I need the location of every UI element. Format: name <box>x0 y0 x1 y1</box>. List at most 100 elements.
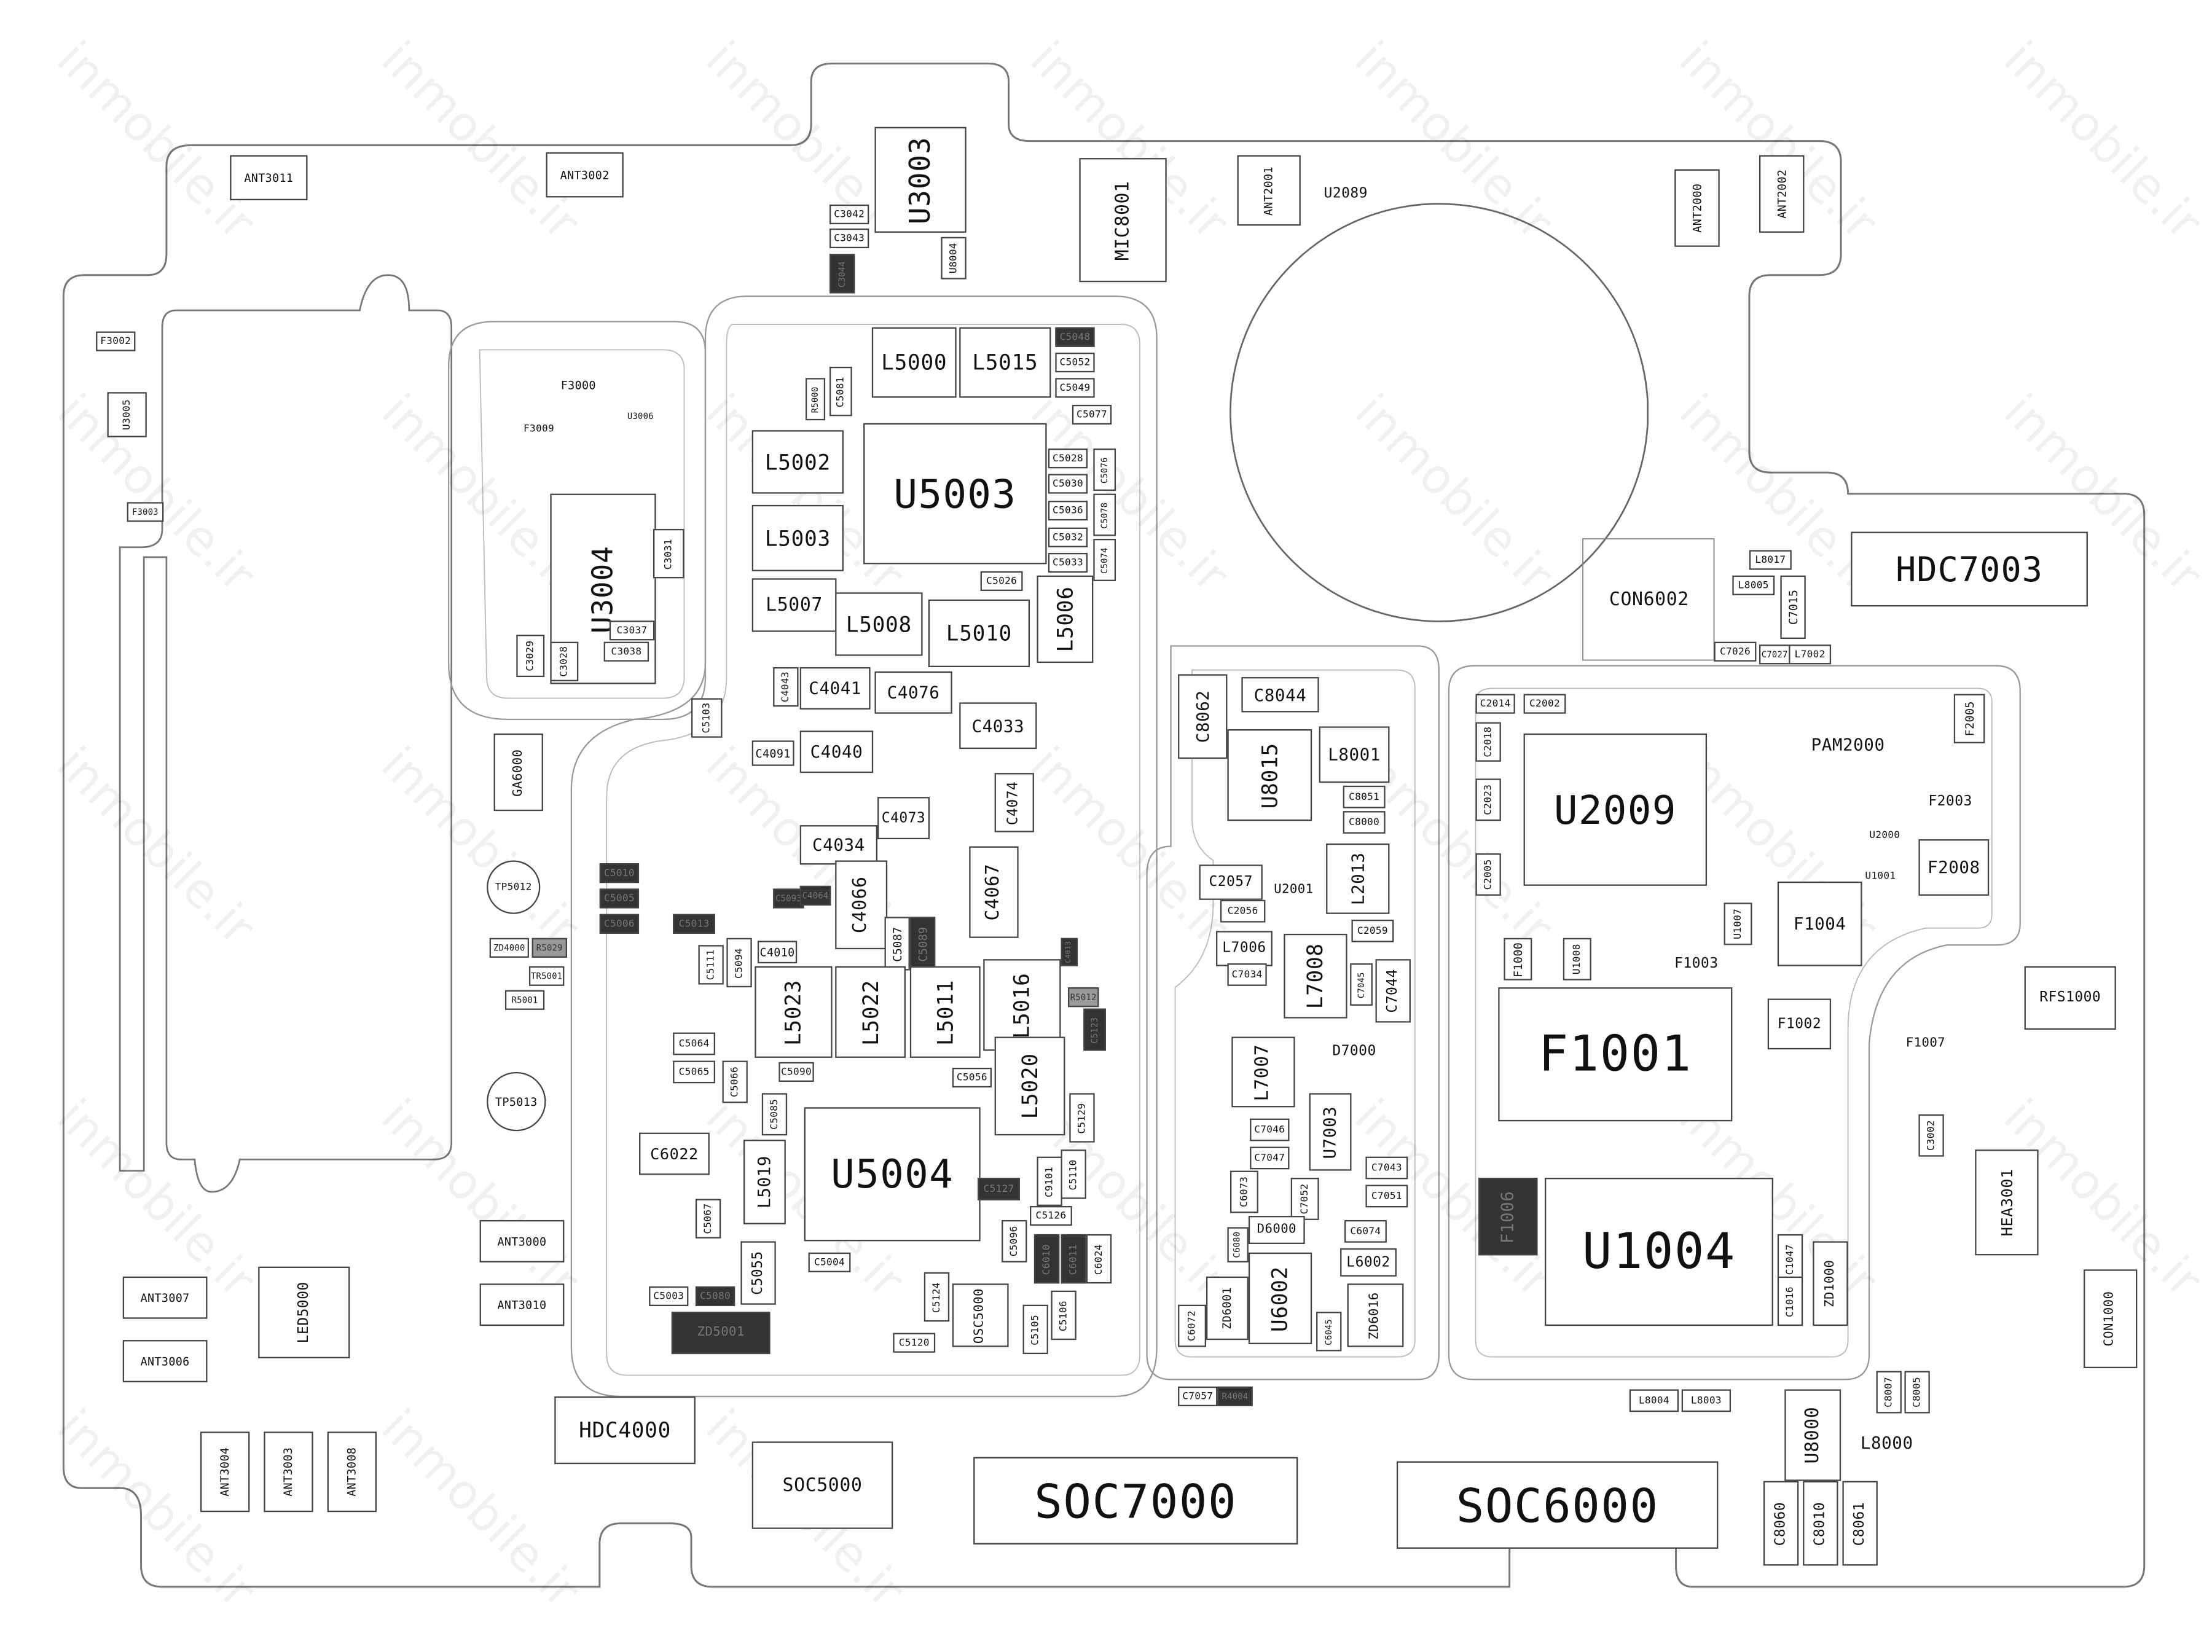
component-label: F1007 <box>1905 1036 1946 1051</box>
component-label: C5064 <box>678 1038 710 1050</box>
component-ant3002: ANT3002 <box>546 152 624 198</box>
component-label: GA6000 <box>511 748 526 796</box>
component-u8000: U8000 <box>1784 1389 1841 1481</box>
component-label: C4013 <box>1065 941 1074 963</box>
component-label: CON6002 <box>1609 589 1689 610</box>
component-l7002: L7002 <box>1789 644 1832 665</box>
component-c7047: C7047 <box>1250 1146 1290 1170</box>
component-c8061: C8061 <box>1842 1481 1878 1566</box>
component-c8044: C8044 <box>1241 677 1319 713</box>
component-f3000: F3000 <box>553 375 604 395</box>
component-label: C6072 <box>1186 1310 1198 1342</box>
component-osc5000: OSC5000 <box>952 1283 1009 1347</box>
component-c5103: C5103 <box>691 698 723 738</box>
component-c5065: C5065 <box>673 1060 716 1084</box>
component-label: F2003 <box>1928 794 1972 810</box>
component-label: ANT2000 <box>1690 183 1704 233</box>
component-label: L5019 <box>755 1156 775 1208</box>
component-label: ANT3004 <box>218 1447 232 1497</box>
component-label: TR5001 <box>530 971 563 981</box>
component-label: L7006 <box>1222 941 1266 957</box>
component-label: ZD5001 <box>697 1326 745 1341</box>
component-label: C5033 <box>1052 557 1084 569</box>
component-ant3000: ANT3000 <box>479 1219 565 1262</box>
component-c9101: C9101 <box>1037 1156 1062 1206</box>
component-label: C3038 <box>611 646 642 657</box>
component-ant2002: ANT2002 <box>1759 155 1805 233</box>
component-c5010: C5010 <box>599 863 640 883</box>
component-label: SOC5000 <box>782 1474 863 1496</box>
component-label: D6000 <box>1257 1223 1296 1237</box>
component-label: L8004 <box>1638 1395 1669 1407</box>
component-label: C5078 <box>1099 501 1110 528</box>
component-c7045: C7045 <box>1350 963 1373 1006</box>
component-c2002: C2002 <box>1523 694 1566 714</box>
component-label: C5106 <box>1057 1299 1070 1331</box>
component-label: C2057 <box>1209 874 1253 890</box>
component-label: C4074 <box>1006 780 1022 825</box>
component-label: L5007 <box>766 594 823 616</box>
component-c5089: C5089 <box>909 917 936 971</box>
component-label: L5023 <box>780 979 807 1045</box>
component-c2005: C2005 <box>1475 853 1501 896</box>
component-c5028: C5028 <box>1048 448 1088 469</box>
component-c5078: C5078 <box>1093 493 1116 536</box>
component-c5033: C5033 <box>1048 552 1088 573</box>
component-label: C7052 <box>1299 1183 1311 1215</box>
component-rfs1000: RFS1000 <box>2024 966 2116 1030</box>
component-c6011: C6011 <box>1061 1234 1086 1284</box>
component-label: C9101 <box>1043 1165 1056 1197</box>
component-label: C2059 <box>1357 925 1388 937</box>
component-label: CON1000 <box>2103 1291 2118 1347</box>
component-label: U2001 <box>1274 882 1314 897</box>
component-label: ANT3008 <box>345 1447 359 1497</box>
component-u2089: U2089 <box>1319 173 1373 213</box>
component-label: C5105 <box>1030 1313 1041 1345</box>
component-label: L2013 <box>1347 852 1368 906</box>
component-l5010: L5010 <box>928 599 1030 667</box>
component-label: F3003 <box>132 507 159 517</box>
component-label: C5028 <box>1052 452 1084 464</box>
component-label: C5081 <box>835 376 847 407</box>
component-c4034: C4034 <box>799 825 878 865</box>
component-l5003: L5003 <box>751 504 844 571</box>
component-c2057: C2057 <box>1199 864 1263 900</box>
component-ant3006: ANT3006 <box>122 1340 208 1382</box>
component-label: C5077 <box>1077 409 1108 421</box>
component-label: C4076 <box>887 683 940 703</box>
component-c5105: C5105 <box>1022 1304 1048 1355</box>
component-label: C5085 <box>769 1098 780 1130</box>
component-label: C4064 <box>802 890 829 901</box>
component-c8010: C8010 <box>1803 1481 1838 1566</box>
component-c5049: C5049 <box>1055 378 1095 398</box>
component-label: C3031 <box>663 538 675 570</box>
component-c7015: C7015 <box>1780 575 1806 640</box>
component-label: HDC7003 <box>1896 549 2044 589</box>
component-u8015: U8015 <box>1227 729 1312 821</box>
component-f3002: F3002 <box>96 331 136 351</box>
component-label: HEA3001 <box>1997 1169 2016 1237</box>
component-label: C6074 <box>1350 1226 1381 1237</box>
component-label: C3037 <box>616 625 648 636</box>
component-l5019: L5019 <box>743 1140 786 1224</box>
component-f1002: F1002 <box>1767 998 1832 1050</box>
component-f1000: F1000 <box>1504 938 1532 981</box>
component-label: C7043 <box>1371 1162 1402 1174</box>
component-f2005: F2005 <box>1953 694 1985 743</box>
component-c5067: C5067 <box>695 1199 721 1239</box>
component-c6080: C6080 <box>1227 1227 1249 1262</box>
component-c8000: C8000 <box>1343 811 1386 834</box>
component-u2001: U2001 <box>1265 872 1322 907</box>
component-label: C2002 <box>1529 698 1561 710</box>
component-c5064: C5064 <box>673 1032 716 1055</box>
component-label: C5036 <box>1052 504 1084 517</box>
component-label: C3028 <box>559 646 570 677</box>
component-label: C7026 <box>1719 646 1751 657</box>
component-l5020: L5020 <box>994 1036 1065 1136</box>
component-label: C4041 <box>809 678 862 699</box>
component-label: F1000 <box>1512 941 1524 977</box>
component-l5008: L5008 <box>835 592 923 656</box>
component-c4073: C4073 <box>877 797 930 840</box>
component-label: TP5013 <box>495 1095 538 1108</box>
component-f1004: F1004 <box>1777 881 1862 966</box>
